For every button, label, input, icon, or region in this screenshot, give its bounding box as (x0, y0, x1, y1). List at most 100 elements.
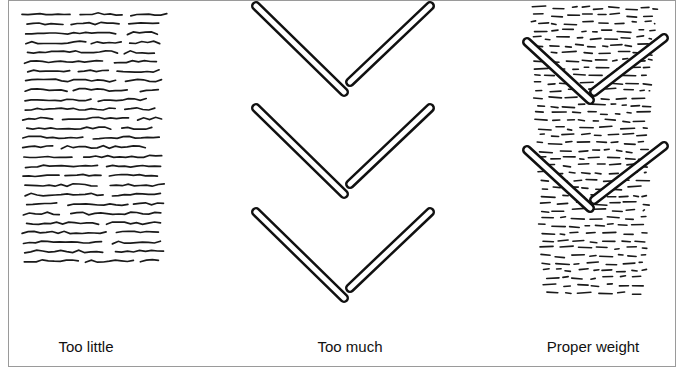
dash-stroke (609, 173, 618, 175)
dash-stroke (592, 103, 605, 105)
dash-stroke (582, 172, 590, 175)
dash-stroke (602, 29, 612, 31)
dash-stroke (584, 52, 592, 54)
dash-stroke (637, 35, 644, 37)
dash-stroke (613, 210, 623, 212)
dash-stroke (641, 7, 649, 9)
light-stroke (140, 90, 158, 92)
dash-stroke (594, 269, 599, 271)
light-stroke (73, 89, 127, 91)
dash-stroke (579, 103, 585, 105)
dash-stroke (628, 255, 636, 257)
dash-stroke (556, 263, 570, 265)
dash-stroke (540, 151, 553, 154)
dash-stroke (599, 52, 610, 54)
dash-stroke (535, 81, 541, 83)
dash-stroke (635, 240, 645, 242)
light-stroke (23, 175, 59, 176)
dash-stroke (558, 240, 568, 241)
dash-stroke (579, 268, 588, 270)
dash-stroke (603, 276, 613, 278)
dash-stroke (610, 13, 619, 14)
dash-stroke (572, 254, 585, 256)
light-stroke (26, 32, 116, 34)
caption-label: Too little (58, 338, 113, 356)
dash-stroke (623, 133, 634, 135)
dash-stroke (579, 163, 589, 165)
dash-stroke (615, 23, 624, 25)
dash-stroke (608, 134, 618, 136)
dash-stroke (618, 291, 625, 293)
dash-stroke (625, 143, 636, 145)
dash-stroke (582, 30, 586, 32)
dash-stroke (550, 90, 561, 92)
dash-stroke (568, 119, 575, 121)
dash-stroke (566, 46, 572, 48)
dash-stroke (619, 51, 630, 53)
dash-stroke (573, 69, 579, 71)
dash-stroke (591, 278, 595, 280)
dash-stroke (577, 141, 589, 143)
dash-stroke (534, 68, 548, 70)
heavy-stroke (256, 6, 344, 92)
dash-stroke (557, 203, 567, 205)
dash-stroke (593, 120, 598, 122)
dash-stroke (562, 106, 574, 108)
dash-stroke (596, 246, 607, 248)
dash-stroke (553, 8, 564, 10)
light-stroke (98, 99, 146, 102)
dash-stroke (591, 285, 598, 287)
dash-stroke (637, 134, 647, 136)
light-stroke (27, 203, 57, 205)
light-stroke (22, 231, 106, 233)
light-stroke (68, 204, 128, 206)
dash-stroke (563, 195, 568, 197)
dash-stroke (637, 111, 650, 113)
heavy-stroke (350, 108, 430, 184)
dash-stroke (598, 14, 606, 16)
dash-stroke (599, 293, 612, 295)
light-stroke (129, 22, 159, 25)
dash-stroke (583, 21, 593, 23)
dash-stroke (626, 83, 638, 85)
light-stroke (24, 260, 78, 262)
dash-stroke (540, 133, 544, 135)
dash-stroke (607, 216, 619, 218)
heavy-stroke (594, 146, 664, 200)
dash-stroke (642, 269, 646, 271)
light-stroke (71, 22, 119, 24)
dash-stroke (627, 246, 636, 248)
dash-stroke (640, 89, 644, 91)
heavy-stroke-inner (350, 6, 430, 82)
dash-stroke (633, 293, 641, 295)
light-stroke (112, 241, 160, 244)
dash-stroke (603, 232, 616, 234)
dash-stroke (590, 255, 596, 257)
dash-stroke (563, 166, 570, 167)
heavy-stroke-inner (527, 150, 590, 208)
heavy-stroke-inner (594, 146, 664, 200)
dash-stroke (606, 264, 616, 266)
light-stroke (85, 260, 133, 262)
dash-stroke (622, 104, 626, 106)
light-stroke (138, 117, 162, 120)
dash-stroke (563, 156, 575, 158)
dash-stroke (578, 284, 588, 286)
dash-stroke (610, 202, 620, 204)
dash-stroke (607, 283, 612, 285)
dash-stroke (551, 158, 560, 160)
dash-stroke (578, 120, 584, 121)
light-stroke (122, 127, 152, 129)
dash-stroke (608, 157, 620, 159)
dash-stroke (639, 261, 642, 263)
heavy-stroke (527, 150, 590, 208)
dash-stroke (570, 226, 580, 228)
dash-stroke (648, 90, 650, 92)
dash-stroke (550, 45, 559, 47)
dash-stroke (633, 285, 644, 287)
dash-stroke (626, 151, 632, 153)
dash-stroke (535, 74, 540, 76)
dash-stroke (572, 277, 582, 279)
dash-stroke (577, 292, 591, 293)
